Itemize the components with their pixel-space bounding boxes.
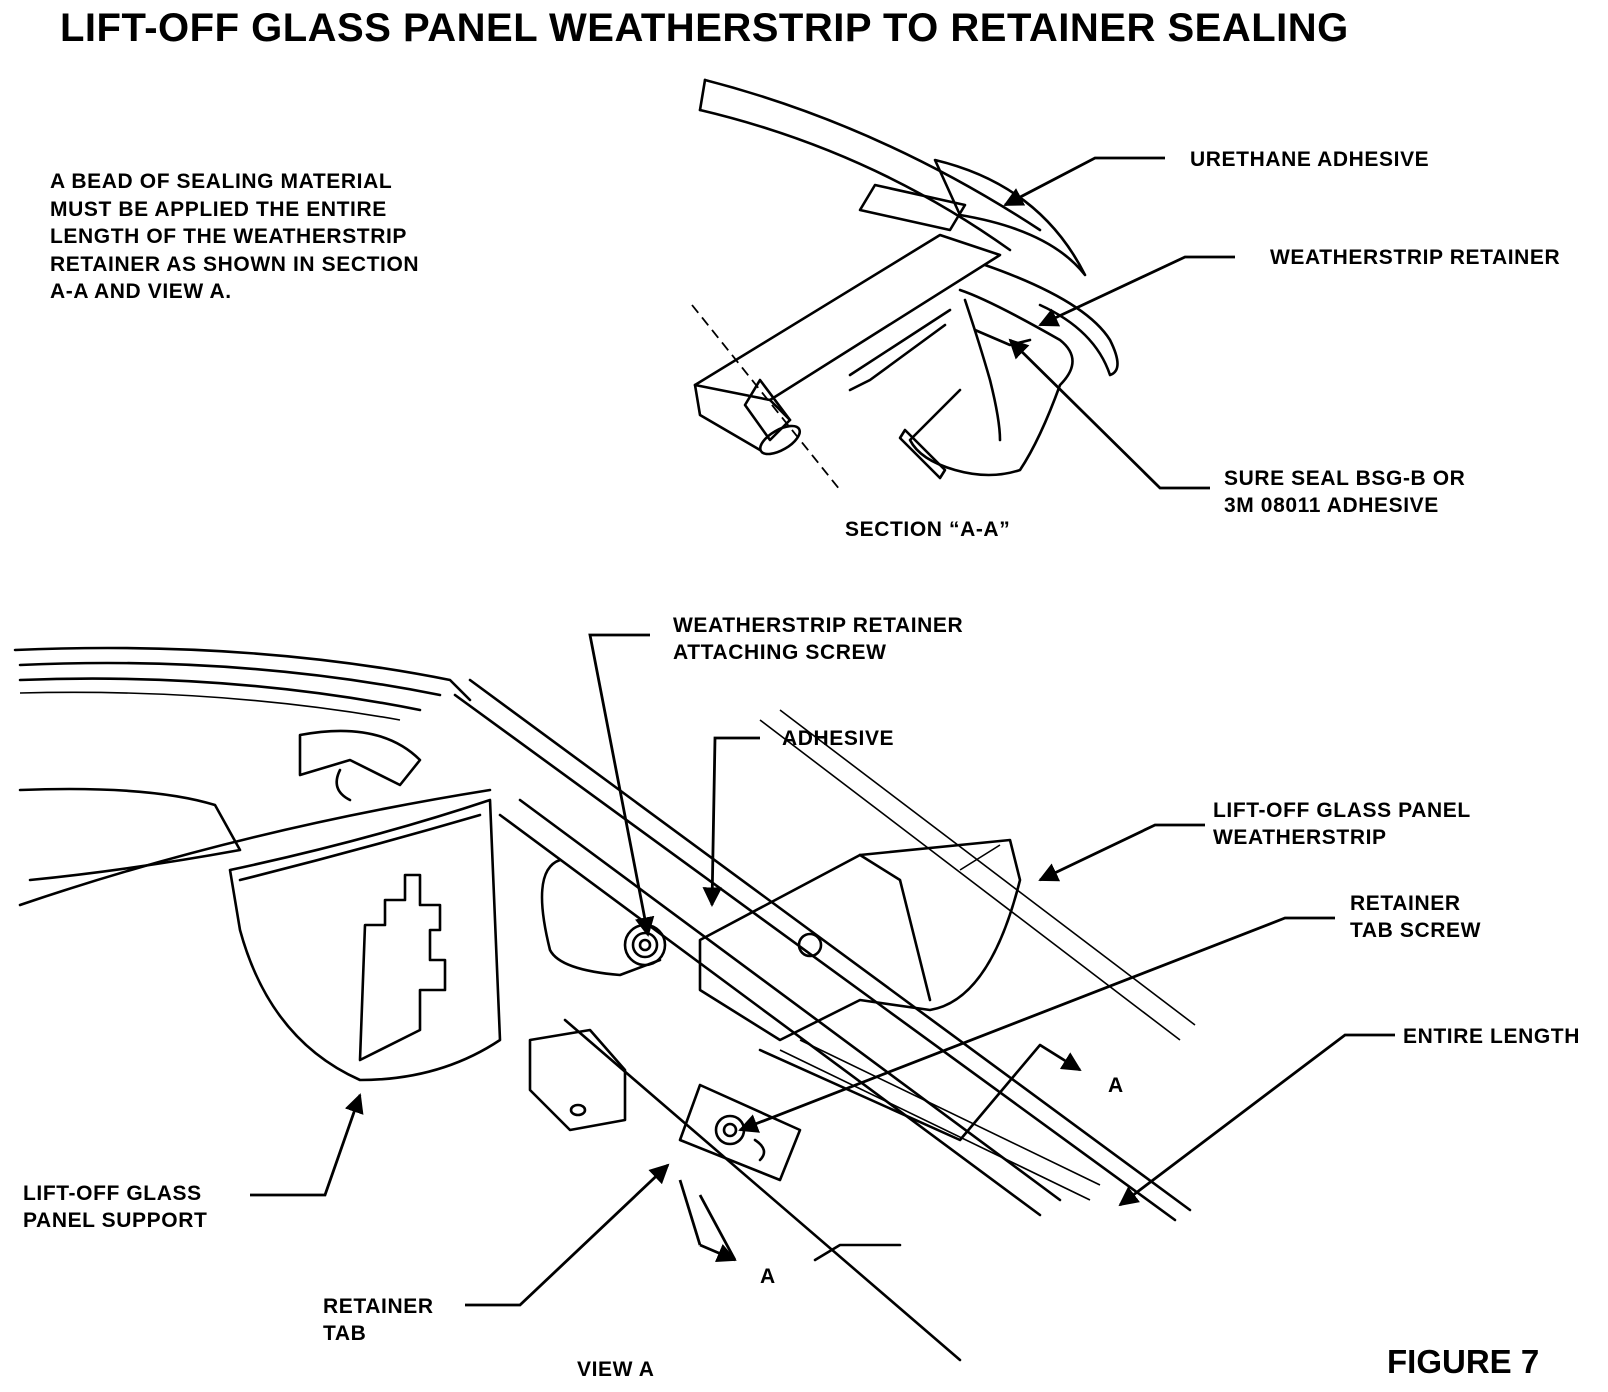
- label-weatherstrip: LIFT-OFF GLASS PANEL WEATHERSTRIP: [1213, 797, 1471, 851]
- note-line: A BEAD OF SEALING MATERIAL: [50, 170, 393, 193]
- view-a-caption: VIEW A: [577, 1358, 655, 1381]
- note-line: MUST BE APPLIED THE ENTIRE: [50, 197, 387, 221]
- label-support-line: PANEL SUPPORT: [23, 1209, 208, 1232]
- sealing-note: A BEAD OF SEALING MATERIAL MUST BE APPLI…: [50, 168, 419, 306]
- label-weatherstrip-line: LIFT-OFF GLASS PANEL: [1213, 799, 1471, 822]
- note-line: RETAINER AS SHOWN IN SECTION: [50, 252, 420, 276]
- label-sealant: SURE SEAL BSG-B OR 3M 08011 ADHESIVE: [1224, 465, 1465, 519]
- label-entire-length: ENTIRE LENGTH: [1403, 1025, 1580, 1048]
- diagram-title: LIFT-OFF GLASS PANEL WEATHERSTRIP TO RET…: [60, 6, 1349, 50]
- section-marker-lower: A: [760, 1265, 776, 1288]
- label-attaching-screw: WEATHERSTRIP RETAINER ATTACHING SCREW: [673, 612, 963, 666]
- label-retainer-tab: RETAINER TAB: [323, 1293, 434, 1347]
- label-sealant-line: 3M 08011 ADHESIVE: [1224, 494, 1439, 517]
- label-support: LIFT-OFF GLASS PANEL SUPPORT: [23, 1180, 207, 1234]
- figure-label: FIGURE 7: [1387, 1343, 1540, 1380]
- label-urethane-adhesive: URETHANE ADHESIVE: [1190, 148, 1430, 171]
- label-sealant-line: SURE SEAL BSG-B OR: [1224, 467, 1466, 490]
- label-tab-screw-line: RETAINER: [1350, 892, 1461, 915]
- section-caption: SECTION “A-A”: [845, 518, 1011, 541]
- note-line: A-A AND VIEW A.: [50, 280, 232, 303]
- label-retainer-tab-line: TAB: [323, 1322, 367, 1345]
- label-support-line: LIFT-OFF GLASS: [23, 1182, 202, 1205]
- label-tab-screw-line: TAB SCREW: [1350, 919, 1482, 942]
- label-adhesive: ADHESIVE: [782, 727, 895, 750]
- leader-lines: [250, 156, 1395, 1307]
- view-a-drawing: [13, 646, 1196, 1362]
- label-tab-screw: RETAINER TAB SCREW: [1350, 890, 1481, 944]
- section-a-a-drawing: [691, 78, 1119, 491]
- label-weatherstrip-line: WEATHERSTRIP: [1213, 826, 1387, 849]
- section-marker-upper: A: [1108, 1074, 1124, 1097]
- label-attaching-screw-line: ATTACHING SCREW: [673, 641, 887, 664]
- label-attaching-screw-line: WEATHERSTRIP RETAINER: [673, 614, 964, 637]
- label-weatherstrip-retainer: WEATHERSTRIP RETAINER: [1270, 246, 1561, 269]
- label-retainer-tab-line: RETAINER: [323, 1295, 434, 1318]
- note-line: LENGTH OF THE WEATHERSTRIP: [50, 225, 408, 248]
